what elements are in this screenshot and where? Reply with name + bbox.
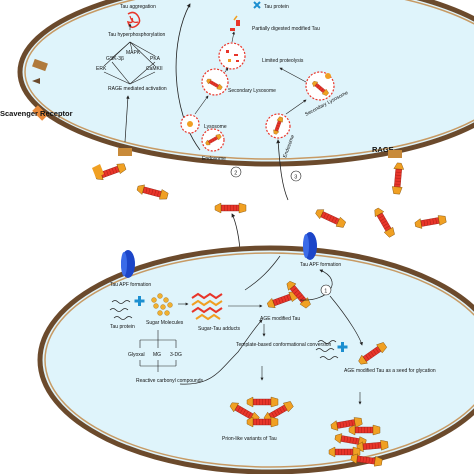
scavenger-receptors <box>32 58 48 121</box>
tau-protein-bottom-label: Tau protein <box>110 324 135 330</box>
arrow-into-endosome-right <box>276 139 289 201</box>
mg-label: MG <box>153 352 161 358</box>
three-dg-label: 3-DG <box>170 352 182 358</box>
arrow-endosome-right-to-secondary <box>285 99 307 115</box>
tau-protein-top-icon <box>253 1 261 9</box>
rage-activation-label: RAGE mediated activation <box>108 86 167 92</box>
merge-lines <box>139 360 177 372</box>
tau-aggregate-icon <box>126 11 141 29</box>
arrow-secondary-right-to-proteolysis <box>279 67 307 83</box>
tau-apf-left-label: Tau APF formation <box>110 282 151 288</box>
step-2-marker: 2 <box>230 166 242 178</box>
svg-text:1: 1 <box>324 289 327 295</box>
upper-cell <box>17 0 474 167</box>
secondary-lysosome-right <box>305 71 335 101</box>
pka-label: PKA <box>150 56 161 62</box>
arrow-lysosome-to-secondary <box>194 95 209 115</box>
lysosome <box>180 114 200 134</box>
age-seed-squiggles <box>315 340 339 360</box>
arrow-proteolysis-up <box>231 31 236 43</box>
tau-aggregation-label: Tau aggregation <box>120 4 156 10</box>
tau-protein-squiggles <box>109 300 133 320</box>
membrane-rage-left <box>92 148 132 183</box>
tau-hyperphosphorylation-label: Tau hyperphosphorylation <box>108 32 165 38</box>
limited-proteolysis-label: Limited proteolysis <box>262 58 304 64</box>
age-seed-label: AGE modified Tau as a seed for glycation <box>344 368 436 374</box>
sugar-tau-adducts-icon <box>191 292 223 321</box>
erk-label: ERK <box>96 66 107 72</box>
template-conversion-label: Template-based conformational conversion <box>236 342 332 348</box>
arrow-rage-to-activation <box>124 95 130 143</box>
secondary-lysosome-1-label: Secondary Lysosome <box>228 88 276 94</box>
lysosome-label: Lysosome <box>204 124 227 130</box>
endosome-1-label: Endosome <box>202 156 226 162</box>
secondary-lysosome-center <box>201 68 229 96</box>
step-3-marker: 3 <box>290 170 302 182</box>
glyoxal-label: Glyoxal <box>128 352 145 358</box>
tau-apf-right-label: Tau APF formation <box>300 262 341 268</box>
limited-proteolysis-lysosome <box>218 42 246 70</box>
arrow-endosome-up <box>175 3 201 151</box>
arrow-secondary-to-proteolysis <box>224 67 229 73</box>
membrane-rage-right <box>388 150 405 195</box>
sugar-molecules-label: Sugar Molecules <box>146 320 184 326</box>
sugar-molecules-icon <box>151 293 173 316</box>
arrow-loop-to-seed <box>329 295 363 346</box>
seed-plus-icon <box>337 342 348 352</box>
gsk3b-label: GSK-3β <box>106 56 124 62</box>
scavenger-receptor-label: Scavenger Receptor <box>0 109 73 118</box>
arrow-carbonyl-to-age <box>179 319 263 385</box>
branch-lines <box>139 330 177 348</box>
apf-channel-right <box>303 232 317 260</box>
sugar-tau-adducts-label: Sugar-Tau adducts <box>198 326 240 332</box>
endosome-center <box>201 128 225 152</box>
prion-variants-label: Prion-like variants of Tau <box>222 436 277 442</box>
lower-cell <box>37 245 474 474</box>
svg-text:3: 3 <box>294 175 297 181</box>
arrow-cell-path <box>244 255 281 291</box>
endosome-right <box>265 113 291 139</box>
tau-protein-top-label: Tau protein <box>264 4 289 10</box>
svg-text:2: 2 <box>234 171 237 177</box>
age-modified-tau-label: AGE modified Tau <box>260 316 300 322</box>
reactive-carbonyl-label: Reactive carbonyl compounds <box>136 378 203 384</box>
rage-label: RAGE <box>372 145 394 154</box>
plus-icon <box>134 296 145 306</box>
apf-channel-left <box>121 250 135 278</box>
partially-digested-label: Partially digested modified Tau <box>252 26 320 32</box>
step-1-marker: 1 <box>320 284 332 296</box>
partially-digested-icon <box>230 15 240 31</box>
mapk-label: MAPK <box>126 50 141 56</box>
camkii-label: CaMKII <box>146 66 163 72</box>
kinase-network <box>103 23 156 85</box>
